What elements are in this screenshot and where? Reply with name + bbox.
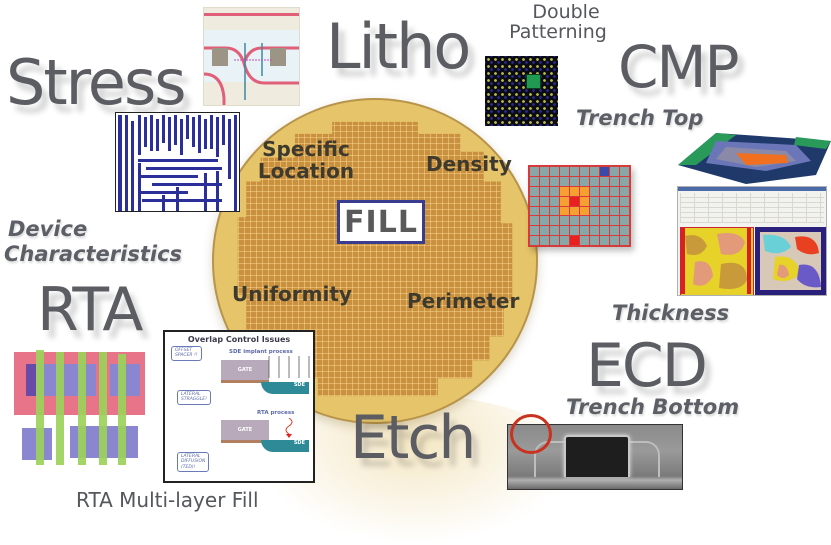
- attribute-uniformity: Uniformity: [232, 282, 352, 306]
- attribute-specific-location-line1: Specific: [262, 137, 350, 161]
- label-double-patterning-line2: Patterning: [509, 20, 607, 43]
- offset-spacer-line2: SPACER !!: [175, 353, 198, 359]
- thickness-map-window: [677, 186, 827, 296]
- attribute-perimeter: Perimeter: [407, 289, 520, 313]
- gate-block-bottom: GATE: [221, 420, 269, 443]
- overlap-control-figure: Overlap Control Issues SDE implant proce…: [163, 330, 315, 483]
- trench-sem-image: [507, 424, 683, 490]
- sde-region-top: SDE: [261, 382, 309, 394]
- lateral-diffusion-note: LATERAL DIFFUSION (TED)!: [177, 452, 210, 473]
- heat-squiggle-icon: [285, 418, 293, 438]
- label-device-characteristics-line1: Device: [8, 217, 88, 241]
- rta-process-label: RTA process: [257, 410, 295, 416]
- double-patterning-highlight: [526, 74, 541, 89]
- label-litho: Litho: [326, 10, 471, 83]
- double-patterning-image: [485, 56, 558, 126]
- offset-spacer-note: OFFSET SPACER !!: [171, 346, 202, 361]
- thickness-data-table: [680, 193, 824, 223]
- label-thickness: Thickness: [612, 301, 730, 325]
- implant-arrows-icon: [268, 356, 310, 378]
- sde-region-bottom: SDE: [261, 440, 309, 452]
- label-stress: Stress: [6, 46, 187, 119]
- label-rta-multilayer-fill: RTA Multi-layer Fill: [76, 488, 259, 512]
- label-double-patterning-line1: Double: [532, 1, 600, 23]
- label-cmp: CMP: [618, 33, 740, 101]
- fill-title-box: FILL: [337, 200, 425, 244]
- label-trench-bottom: Trench Bottom: [566, 395, 740, 419]
- stress-layout-image: [203, 7, 300, 106]
- metal-layout-image: [115, 112, 240, 212]
- label-etch: Etch: [350, 403, 476, 473]
- lateral-diffusion-line1: LATERAL: [181, 454, 201, 459]
- attribute-specific-location: Specific Location: [252, 138, 360, 182]
- label-device-characteristics: Device Characteristics: [4, 217, 182, 267]
- attribute-density: Density: [426, 152, 512, 176]
- overlap-title: Overlap Control Issues: [187, 335, 291, 344]
- label-device-characteristics-line2: Characteristics: [4, 242, 183, 267]
- label-ecd: ECD: [586, 331, 708, 401]
- density-grid-image: [528, 165, 631, 247]
- highlight-circle-icon: [510, 414, 552, 454]
- lateral-diffusion-line3: (TED)!: [181, 464, 196, 470]
- attribute-specific-location-line2: Location: [257, 159, 355, 183]
- offset-spacer-line1: OFFSET: [175, 348, 193, 353]
- rta-multilayer-fill-image: [10, 350, 150, 465]
- label-trench-top: Trench Top: [576, 106, 704, 130]
- lateral-straggle-note: LATERAL STRAGGLE!: [177, 390, 211, 405]
- window-titlebar: [678, 187, 826, 191]
- lateral-straggle-line2: STRAGGLE!: [181, 397, 207, 403]
- label-rta: RTA: [37, 275, 143, 345]
- thickness-map-left: [680, 227, 754, 295]
- cmp-topography-image: [676, 127, 831, 184]
- trench-block: [564, 435, 630, 477]
- lateral-straggle-line1: LATERAL: [181, 392, 201, 397]
- label-double-patterning: Double Patterning: [509, 1, 616, 43]
- lateral-diffusion-line2: DIFFUSION: [181, 459, 206, 465]
- sde-implant-label: SDE implant process: [229, 349, 293, 355]
- gate-block-top: GATE: [221, 360, 269, 383]
- thickness-map-right: [755, 227, 826, 295]
